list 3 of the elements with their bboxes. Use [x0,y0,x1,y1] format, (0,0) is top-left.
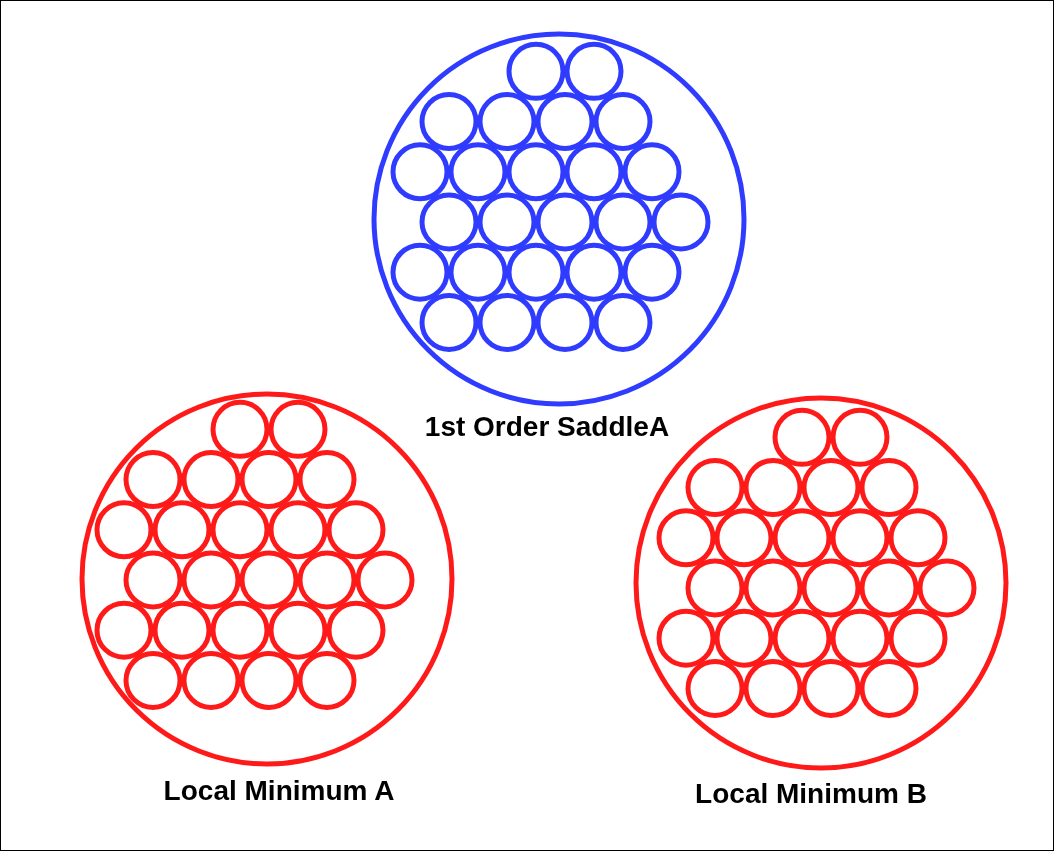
circle-label: 1st Order SaddleA [424,413,670,441]
circle-label: Local Minimum A [163,777,395,805]
circle-label: Local Minimum B [695,780,927,808]
